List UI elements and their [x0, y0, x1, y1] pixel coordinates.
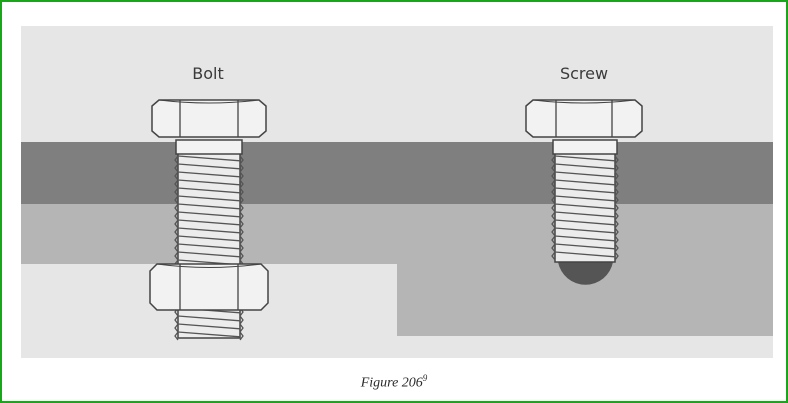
bolt-vs-screw-diagram: Bolt Screw [21, 26, 773, 358]
screw [525, 99, 643, 285]
bolt-nut [149, 263, 269, 311]
bolt-label: Bolt [192, 64, 223, 83]
screw-collar [552, 139, 618, 155]
figure-caption: Figure 2069 [0, 373, 788, 392]
screw-head [525, 99, 643, 138]
bolt-thread [174, 151, 244, 341]
top-plate [21, 142, 773, 204]
caption-superscript: 9 [422, 373, 428, 383]
caption-text: Figure 206 [360, 375, 423, 391]
bolt [149, 99, 269, 341]
screw-tip [558, 262, 613, 285]
bolt-head [151, 99, 267, 138]
screw-label: Screw [560, 64, 608, 83]
bolt-collar [175, 139, 243, 155]
screw-thread [551, 151, 619, 263]
